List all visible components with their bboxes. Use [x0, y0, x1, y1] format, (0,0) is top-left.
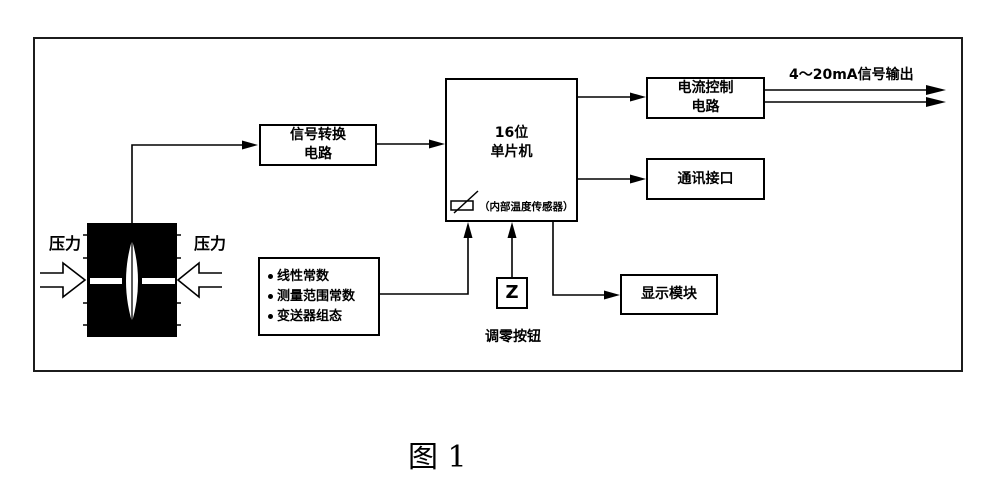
output-signal-label: 4～20mA信号输出: [789, 67, 914, 83]
signal-conversion-label-line1: 信号转换: [290, 127, 346, 143]
display-module-box: 显示模块: [620, 274, 718, 315]
bullet-icon: [268, 314, 273, 319]
constants-box: 线性常数 测量范围常数 变送器组态: [258, 257, 380, 336]
constants-item: 变送器组态: [268, 307, 342, 327]
signal-conversion-label-line2: 电路: [304, 146, 332, 162]
mcu-label-line2: 单片机: [490, 144, 533, 160]
temp-sensor-label: （内部温度传感器）: [479, 201, 574, 213]
zero-button-glyph: Z: [505, 282, 519, 303]
current-control-label-line2: 电路: [691, 99, 720, 115]
zero-button-caption: 调零按钮: [485, 329, 541, 345]
constants-item: 测量范围常数: [268, 287, 355, 307]
bullet-icon: [268, 294, 273, 299]
constants-item-label: 测量范围常数: [277, 288, 356, 304]
pressure-label-left: 压力: [49, 234, 82, 253]
constants-item-label: 变送器组态: [277, 308, 343, 324]
zero-button: Z: [496, 277, 528, 309]
mcu-label-line1: 16位: [494, 125, 529, 141]
pressure-label-right: 压力: [194, 234, 227, 253]
comm-interface-label: 通讯接口: [677, 170, 734, 187]
constants-item-label: 线性常数: [277, 268, 330, 284]
current-control-label-line1: 电流控制: [677, 80, 734, 96]
constants-item: 线性常数: [268, 267, 329, 287]
figure-caption: 图 1: [408, 440, 467, 475]
display-module-label: 显示模块: [641, 286, 697, 302]
signal-conversion-box: 信号转换 电路: [259, 124, 377, 166]
current-control-box: 电流控制 电路: [646, 77, 765, 119]
bullet-icon: [268, 274, 273, 279]
comm-interface-box: 通讯接口: [646, 158, 765, 200]
